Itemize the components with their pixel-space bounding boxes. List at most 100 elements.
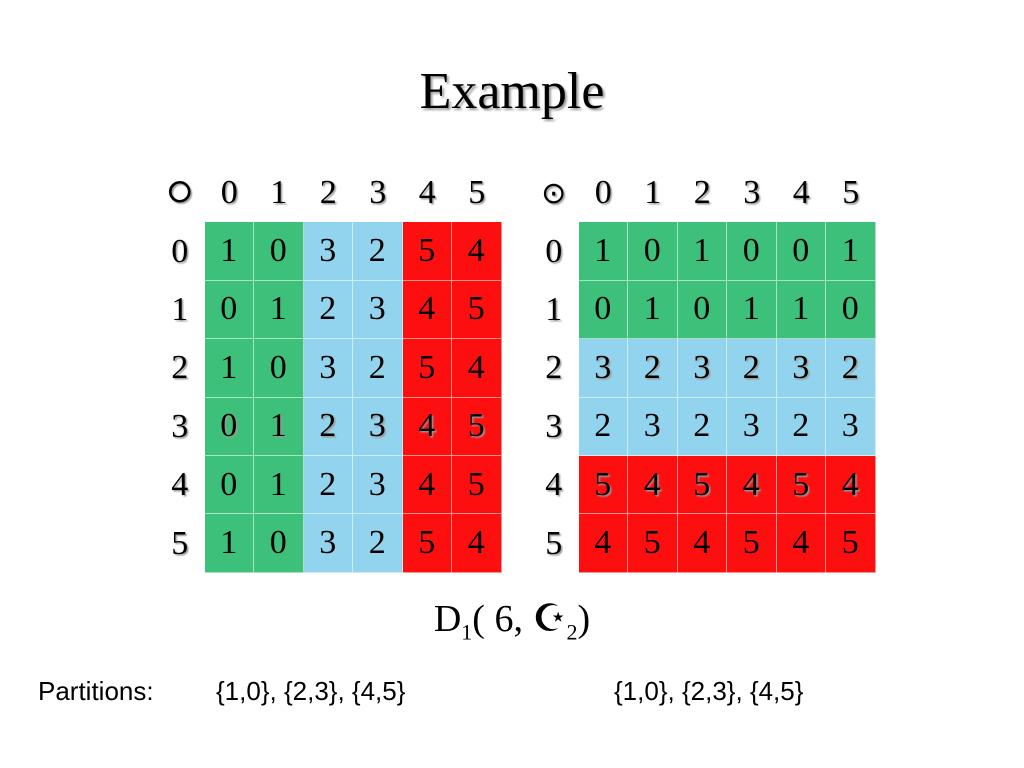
col-header: 0 [220,174,238,212]
table-cell: 4 [776,514,826,573]
row-header: 1 [545,290,563,328]
table-cell: 2 [353,514,403,573]
table-cell: 5 [727,514,777,573]
col-header: 3 [369,174,387,212]
col-header: 2 [693,174,711,212]
table-cell: 3 [776,339,826,398]
col-header: 5 [468,174,486,212]
col-header: 4 [418,174,436,212]
table-cell: 4 [452,339,502,398]
table-cell: 4 [402,280,452,340]
table-cell: 5 [776,455,826,515]
table-cell: 2 [578,397,628,456]
table-cell: 2 [303,397,353,456]
col-header: 0 [594,174,612,212]
table-cell: 4 [452,514,502,573]
table-cell: 4 [677,514,727,573]
row-header: 2 [171,349,189,387]
table-cell: 4 [402,455,452,515]
table-cell: 1 [776,280,826,340]
table-cell: 3 [677,339,727,398]
row-header: 4 [545,466,563,504]
table-cell: 2 [628,339,678,398]
row-header: 1 [171,290,189,328]
table-cell: 5 [402,514,452,573]
table-cell: 0 [776,222,826,281]
row-header: 0 [171,232,189,270]
table-cell: 2 [677,397,727,456]
col-header: 5 [842,174,860,212]
table-cell: 0 [204,397,254,456]
table-cell: 1 [204,514,254,573]
table-cell: 5 [402,339,452,398]
table-cell: 5 [402,222,452,281]
table-cell: 3 [353,455,403,515]
slide-title: Example [419,63,605,120]
row-header: 2 [545,349,563,387]
table-cell: 2 [727,339,777,398]
table-cell: 4 [452,222,502,281]
table-cell: 4 [628,455,678,515]
table-cell: 3 [353,280,403,340]
table-cell: 0 [826,280,876,340]
row-header: 3 [545,407,563,445]
table-cell: 0 [204,455,254,515]
row-header: 4 [171,466,189,504]
table-cell: 0 [254,339,304,398]
table-cell: 3 [727,397,777,456]
formula-base: D [433,598,462,640]
formula-symbol: ☪ [532,598,567,640]
table-cell: 0 [677,280,727,340]
table-cell: 0 [254,514,304,573]
col-header: 1 [270,174,288,212]
table-cell: 4 [826,455,876,515]
table-cell: 1 [254,397,304,456]
operator-symbol-right: ⊙ [541,176,567,210]
table-cell: 1 [727,280,777,340]
table-cell: 0 [204,280,254,340]
table-cell: 1 [826,222,876,281]
table-cell: 1 [578,222,628,281]
row-header: 0 [545,232,563,270]
table-cell: 2 [353,339,403,398]
table-cell: 5 [826,514,876,573]
col-header: 3 [743,174,761,212]
partitions-left: {1,0}, {2,3}, {4,5} [216,676,406,706]
table-cell: 5 [452,455,502,515]
col-header: 2 [319,174,337,212]
table-cell: 0 [578,280,628,340]
partitions-right: {1,0}, {2,3}, {4,5} [614,676,804,706]
partitions-label: Partitions: [38,676,154,706]
table-cell: 3 [628,397,678,456]
table-cell: 5 [578,455,628,515]
table-cell: 1 [677,222,727,281]
table-cell: 2 [353,222,403,281]
formula-symbol-sub: 2 [566,619,578,645]
table-cell: 0 [254,222,304,281]
row-header: 3 [171,407,189,445]
table-cell: 3 [303,222,353,281]
table-cell: 1 [628,280,678,340]
table-cell: 0 [628,222,678,281]
formula-open-paren: ( [472,598,485,640]
table-cell: 2 [303,455,353,515]
table-cell: 3 [303,514,353,573]
table-cell: 5 [628,514,678,573]
table-cell: 1 [254,455,304,515]
formula-close-paren: ) [577,598,591,640]
table-cell: 0 [727,222,777,281]
col-header: 1 [644,174,662,212]
formula: D1( 6, ☪2) [0,596,1024,646]
formula-args: 6, [484,598,533,640]
table-cell: 2 [826,339,876,398]
table-cell: 5 [677,455,727,515]
table-cell: 3 [578,339,628,398]
table-cell: 1 [254,280,304,340]
table-cell: 4 [402,397,452,456]
table-cell: 1 [204,339,254,398]
row-header: 5 [171,524,189,562]
col-header: 4 [792,174,810,212]
table-cell: 3 [826,397,876,456]
